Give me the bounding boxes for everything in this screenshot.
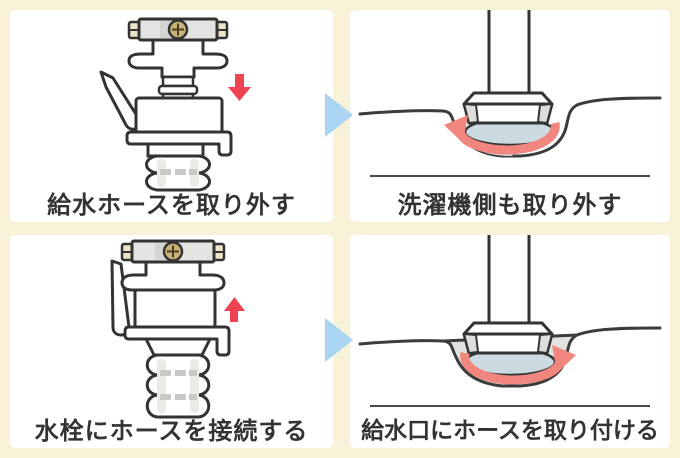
hose-nut (462, 321, 554, 355)
rotate-cw-arrow-icon (460, 345, 576, 385)
hose-pipe (487, 10, 531, 100)
hose-nut (462, 91, 554, 125)
panel-connect-hose-to-faucet: 水栓にホースを接続する (10, 235, 333, 448)
panel-caption: 給水ホースを取り外す (47, 190, 296, 219)
hose-neck (144, 337, 212, 357)
connector-collar (123, 325, 231, 357)
hose-pipe (487, 235, 531, 330)
panel-caption: 水栓にホースを接続する (34, 416, 309, 445)
rotate-ccw-arrow-icon (444, 115, 560, 155)
faucet-connector-attach-illustration (110, 239, 245, 419)
next-step-arrow-icon (325, 318, 353, 362)
adapter-flange (120, 259, 226, 292)
hose-neck (146, 142, 205, 158)
lever-handle (110, 259, 131, 337)
up-arrow-icon (224, 297, 245, 322)
next-step-arrow-icon (325, 93, 353, 137)
adapter-flange (127, 36, 229, 79)
supply-hose (145, 154, 211, 192)
washer-inlet-detach-illustration (358, 10, 662, 177)
down-arrow-icon (228, 74, 251, 101)
faucet-adapter (120, 239, 226, 264)
panel-remove-hose-from-washer: 洗濯機側も取り外す (350, 10, 670, 222)
faucet-adapter (127, 17, 229, 42)
supply-hose (145, 353, 211, 419)
panel-attach-hose-to-inlet: 給水口にホースを取り付ける (350, 235, 670, 448)
faucet-connector-detach-illustration (99, 17, 251, 192)
panel-caption: 給水口にホースを取り付ける (361, 417, 659, 444)
connector-body (133, 288, 217, 329)
washer-inlet-attach-illustration (358, 235, 662, 407)
panel-remove-hose-from-faucet: 給水ホースを取り外す (10, 10, 333, 222)
washer-top-surface (358, 96, 662, 158)
panel-caption: 洗濯機側も取り外す (397, 190, 623, 219)
connector-body (134, 96, 224, 136)
washer-top-surface (358, 326, 662, 346)
